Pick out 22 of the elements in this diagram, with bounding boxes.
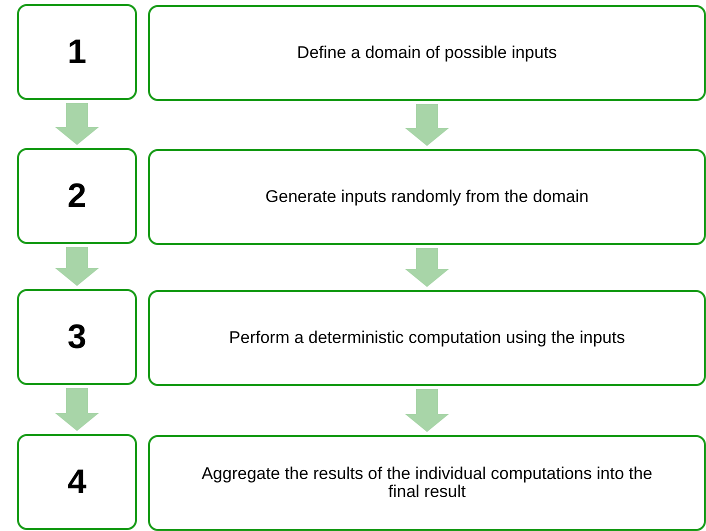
step-text: Aggregate the results of the individual computations into the final result (200, 465, 654, 501)
step-number: 4 (68, 462, 86, 502)
block-arrow (405, 389, 449, 432)
step-number-box (17, 289, 137, 385)
step-text: Generate inputs randomly from the domain (264, 188, 590, 206)
block-arrow (55, 388, 99, 431)
step-box (148, 290, 706, 386)
step-number: 2 (68, 176, 86, 216)
step-box (148, 5, 706, 101)
step-text: Define a domain of possible inputs (296, 44, 558, 62)
step-number: 1 (68, 32, 86, 72)
step-number: 3 (68, 318, 86, 356)
step-number-box (17, 148, 137, 244)
block-arrow (55, 103, 99, 145)
block-arrow (405, 104, 449, 146)
step-box (148, 435, 706, 531)
block-arrow (55, 247, 99, 286)
step-box (148, 149, 706, 245)
step-text: Perform a deterministic computation using the inputs (228, 329, 626, 347)
step-number-box (17, 4, 137, 100)
step-number-box (17, 434, 137, 530)
block-arrow (405, 248, 449, 287)
